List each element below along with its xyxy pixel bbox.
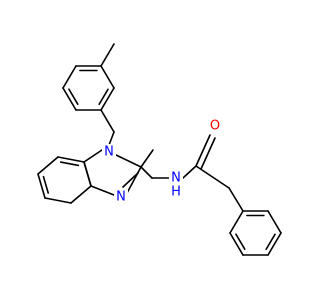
atom-label-n3: N: [116, 190, 126, 205]
tolyl-ring-bond-1: [100, 65, 115, 89]
n1-label-bg: [102, 144, 116, 160]
benzyl-ch2-bond-2: [108, 131, 115, 146]
tolyl-ring-bond-5: [62, 65, 77, 89]
benzo-ring-bond-0: [57, 156, 85, 163]
benzo-ring-bond-1: [37, 156, 59, 175]
imid-n1-c2: [115, 154, 142, 168]
ch2-phenyl-bond: [228, 187, 244, 212]
benzyl-ch2-bond-1: [100, 109, 115, 133]
atom-label-layer: N N N H O: [102, 118, 222, 205]
phenyl-ring-bond-5: [229, 210, 244, 234]
phenyl-ring-double-2: [265, 233, 276, 251]
amide-h-label-bg: [169, 184, 183, 200]
atom-label-o: O: [210, 119, 220, 134]
co-bond-1: [195, 134, 211, 167]
atom-label-n1: N: [104, 145, 114, 160]
imid-c7a-n1: [83, 149, 103, 163]
ch-hbond: [140, 166, 153, 179]
benzo-ring-bond-3: [44, 197, 72, 204]
tolyl-ring-double-2: [98, 88, 109, 106]
molecule-structure: N N N H O: [37, 43, 282, 256]
amide-n-label-bg: [169, 170, 183, 186]
nh-carbonyl-bond: [182, 165, 197, 179]
benzo-ring-bond-5: [83, 161, 92, 187]
phenyl-ring-bond-2: [267, 232, 282, 256]
atom-label-amide-n: N: [171, 171, 181, 186]
n3-label-bg: [114, 189, 128, 205]
atom-label-amide-h: H: [171, 185, 181, 200]
phenyl-ring-bond-1: [267, 210, 282, 234]
ch-methyl-bond: [140, 149, 154, 168]
imid-c2-n3: [126, 166, 142, 194]
co-bond-2: [200, 137, 216, 170]
tolyl-ring-bond-2: [100, 87, 115, 111]
bond-layer: [37, 43, 282, 256]
benzo-ring-bond-4: [70, 185, 92, 204]
imid-n3-c3a: [90, 185, 115, 196]
tolyl-ring-double-4: [68, 88, 79, 105]
phenyl-ring-double-4: [235, 233, 246, 250]
structure-canvas: N N N H O: [37, 43, 282, 256]
benzo-ring-double-0: [59, 161, 80, 167]
benzo-ring-bond-2: [37, 173, 46, 199]
o-label-bg: [208, 118, 222, 134]
phenyl-ring-bond-4: [229, 232, 244, 256]
imid-c2-n3-double: [122, 172, 139, 188]
tolyl-methyl-bond: [100, 43, 115, 67]
tolyl-ring-bond-4: [62, 87, 77, 111]
carbonyl-ch2-bond: [195, 165, 230, 189]
benzo-ring-double-2: [42, 175, 50, 194]
